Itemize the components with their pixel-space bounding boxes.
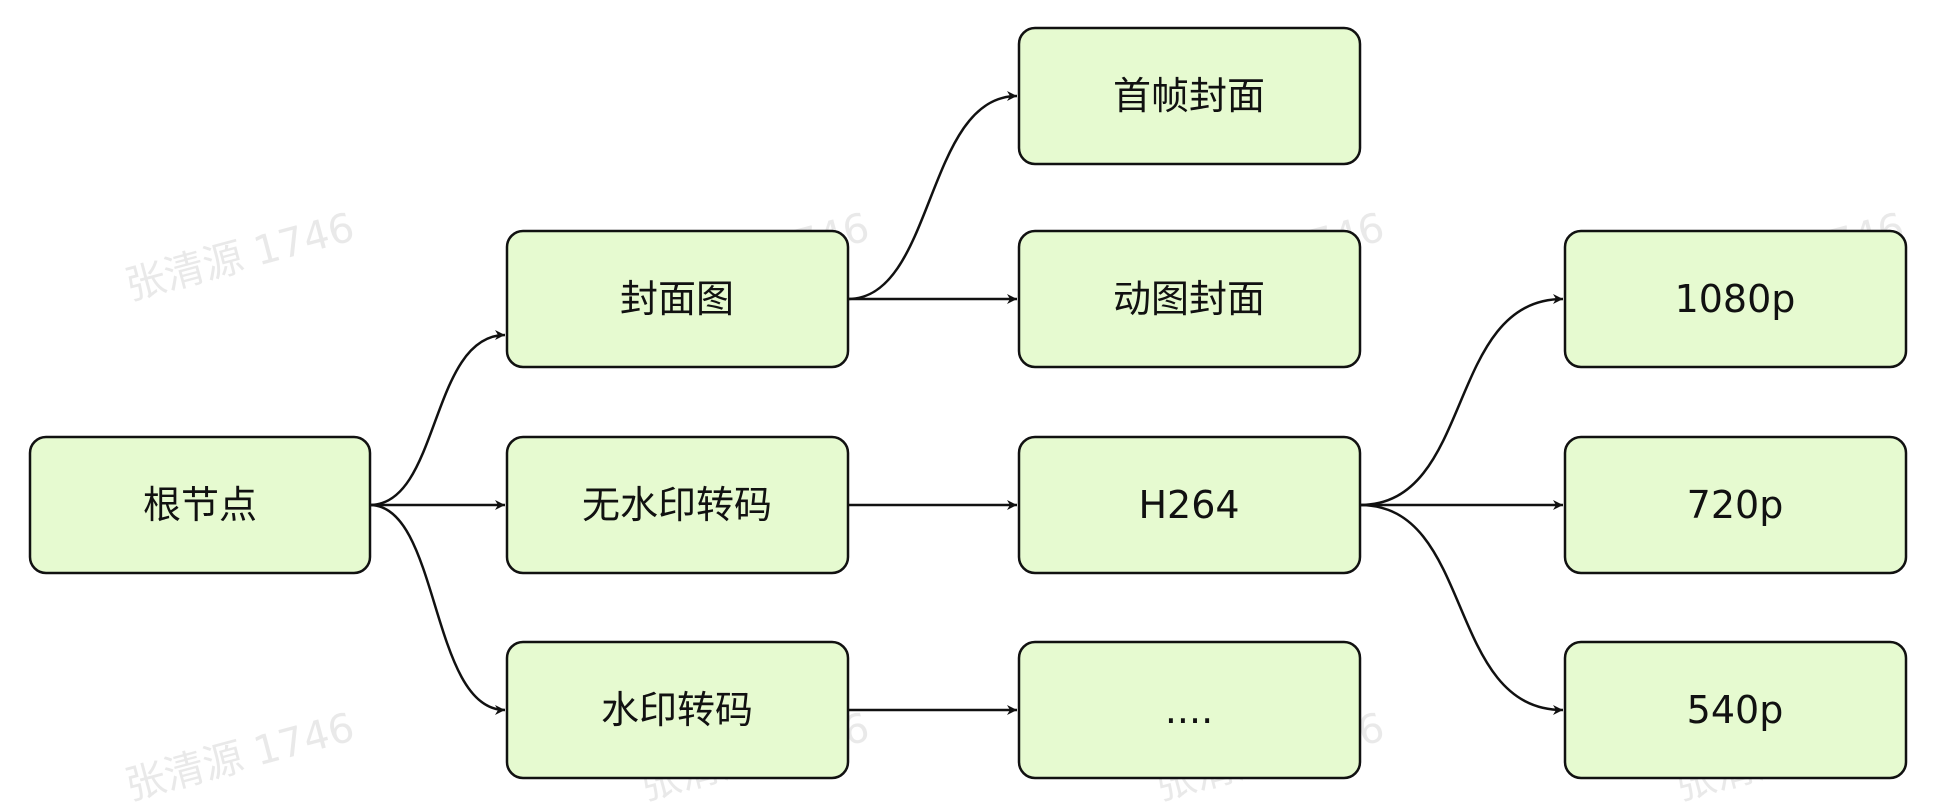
node-label: H264 — [1138, 483, 1239, 527]
node-1080p: 1080p — [1563, 229, 1908, 369]
node-animated-cover: 动图封面 — [1017, 229, 1362, 369]
node-watermark: 水印转码 — [505, 640, 850, 780]
node-label: 540p — [1687, 688, 1784, 732]
node-first-frame-cover: 首帧封面 — [1017, 26, 1362, 166]
node-label: 水印转码 — [601, 688, 753, 732]
watermark-text: 张清源 1746 — [121, 705, 359, 810]
node-label: 封面图 — [620, 277, 734, 321]
node-label: 无水印转码 — [582, 483, 772, 527]
edge-h264-1080p — [1359, 294, 1564, 507]
node-label: 首帧封面 — [1113, 74, 1265, 118]
node-label: .... — [1165, 688, 1213, 732]
edge-root-watermark — [369, 503, 506, 715]
node-label: 动图封面 — [1113, 277, 1265, 321]
node-540p: 540p — [1563, 640, 1908, 780]
node-h264: H264 — [1017, 435, 1362, 575]
node-no-watermark: 无水印转码 — [505, 435, 850, 575]
node-720p: 720p — [1563, 435, 1908, 575]
node-root: 根节点 — [28, 435, 372, 575]
node-ellipsis: .... — [1017, 640, 1362, 780]
node-label: 720p — [1687, 483, 1784, 527]
edge-h264-540p — [1359, 503, 1564, 715]
node-cover: 封面图 — [505, 229, 850, 369]
node-label: 1080p — [1675, 277, 1796, 321]
edges — [369, 91, 1564, 715]
watermark-text: 张清源 1746 — [121, 205, 359, 310]
edge-cover-first-frame — [847, 91, 1018, 301]
edge-root-cover — [369, 330, 506, 507]
node-label: 根节点 — [143, 483, 257, 527]
